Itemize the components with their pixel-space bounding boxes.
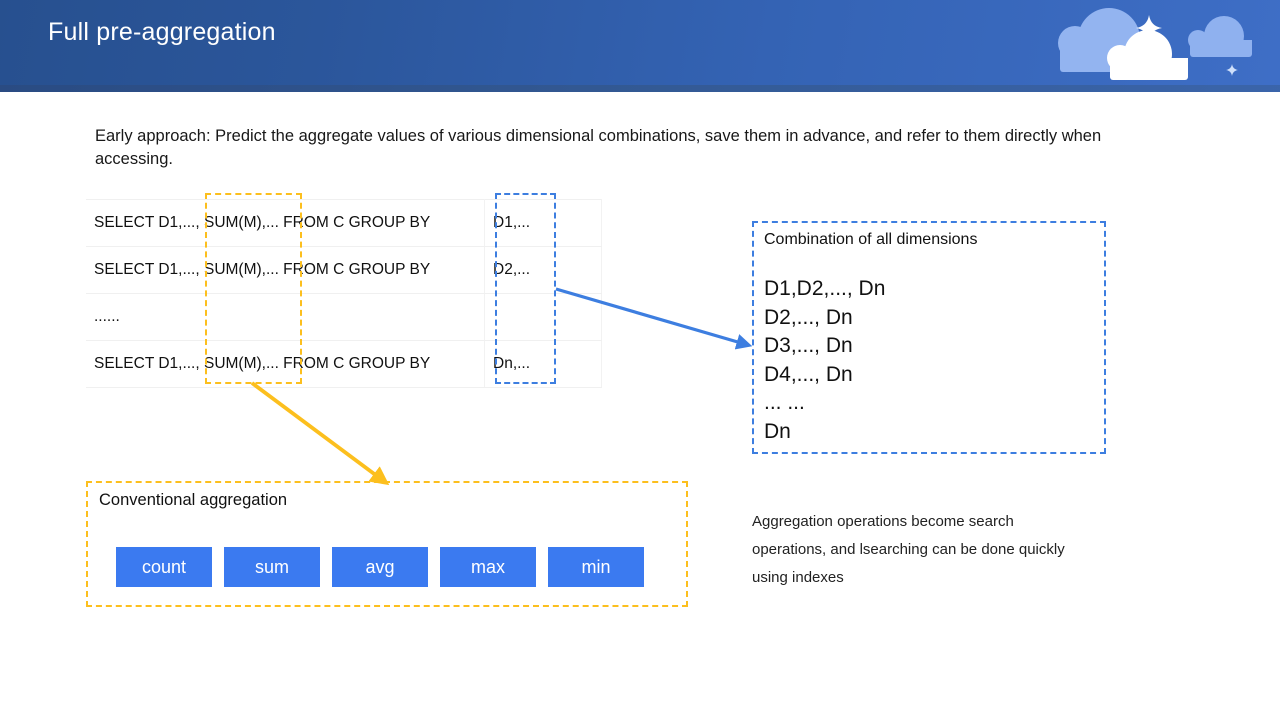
sparkle-icon (1226, 64, 1238, 76)
table-row: SELECT D1,..., SUM(M),... FROM C GROUP B… (86, 199, 602, 247)
groupby-column-highlight (495, 193, 556, 384)
list-item: D4,..., Dn (764, 362, 853, 386)
min-button[interactable]: min (548, 547, 644, 587)
sql-statement-cell: SELECT D1,..., SUM(M),... FROM C GROUP B… (86, 340, 485, 388)
aggregation-panel-title: Conventional aggregation (99, 491, 288, 509)
intro-paragraph: Early approach: Predict the aggregate va… (95, 127, 1102, 168)
group-by-cell: Dn,... (484, 340, 602, 388)
sql-statement-cell: SELECT D1,..., SUM(M),... FROM C GROUP B… (86, 246, 485, 294)
page-title: Full pre-aggregation (48, 18, 276, 46)
table-row: SELECT D1,..., SUM(M),... FROM C GROUP B… (86, 246, 602, 294)
aggregation-button-group: count sum avg max min (116, 547, 644, 587)
group-by-cell: D1,... (484, 199, 602, 247)
cloud-icon (1107, 30, 1188, 80)
slide-header: Full pre-aggregation (0, 0, 1280, 92)
dimensions-list: D1,D2,..., Dn D2,..., Dn D3,..., Dn D4,.… (764, 275, 885, 446)
group-by-cell: D2,... (484, 246, 602, 294)
list-item: D1,D2,..., Dn (764, 277, 886, 300)
measure-column-highlight (205, 193, 302, 384)
avg-button[interactable]: avg (332, 547, 428, 587)
list-item: ... ... (764, 391, 805, 414)
sum-button[interactable]: sum (224, 547, 320, 587)
cloud-icon (1188, 16, 1252, 57)
sparkle-icon (1136, 15, 1162, 41)
dimensions-panel: Combination of all dimensions D1,D2,...,… (752, 221, 1106, 454)
header-divider (0, 85, 1280, 92)
count-button[interactable]: count (116, 547, 212, 587)
list-item: Dn (764, 419, 791, 443)
max-button[interactable]: max (440, 547, 536, 587)
list-item: D2,..., Dn (764, 305, 853, 329)
sql-statement-table: SELECT D1,..., SUM(M),... FROM C GROUP B… (86, 199, 602, 388)
sql-ellipsis-cell: ...... (86, 293, 485, 341)
measure-to-aggregation-arrow (250, 381, 390, 486)
indexing-note: Aggregation operations become search ope… (752, 513, 1065, 586)
list-item: D3,..., Dn (764, 334, 853, 357)
sql-statement-cell: SELECT D1,..., SUM(M),... FROM C GROUP B… (86, 199, 485, 247)
dimensions-panel-title: Combination of all dimensions (764, 231, 978, 248)
table-row: SELECT D1,..., SUM(M),... FROM C GROUP B… (86, 340, 602, 388)
conventional-aggregation-panel: Conventional aggregation count sum avg m… (86, 481, 688, 607)
